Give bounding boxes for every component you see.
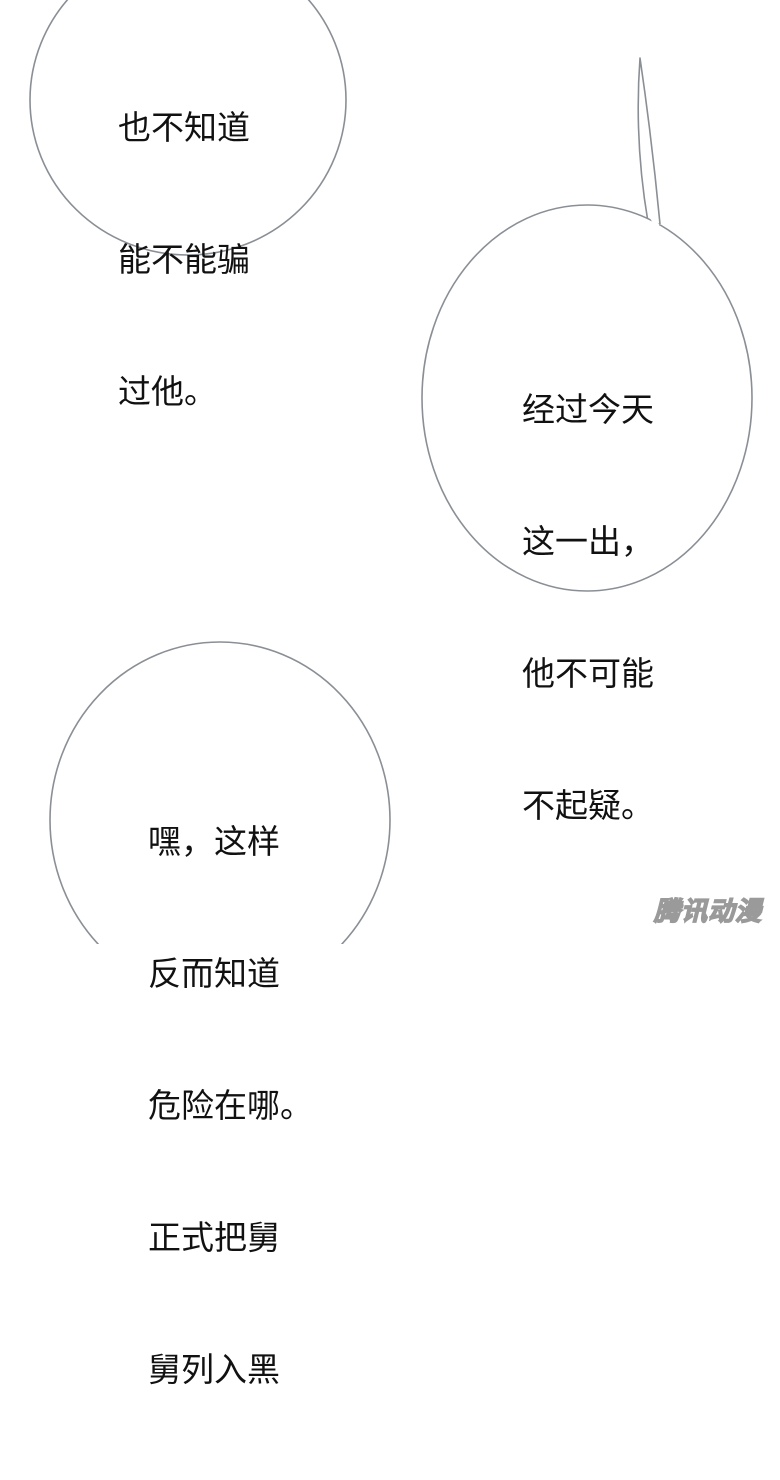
speech-bubble-3: [49, 641, 391, 944]
bubble-text-line: 舅列入黑: [148, 1350, 280, 1389]
speech-bubble-2: [421, 204, 753, 592]
speech-bubble-2-tail: [637, 57, 661, 225]
speech-bubble-3-text: 嘿，这样 反而知道 危险在哪。 正式把舅 舅列入黑: [148, 732, 313, 1480]
bubble-text-line: 他不可能: [522, 654, 654, 693]
bubble-text-line: 过他。: [118, 372, 217, 411]
speech-bubble-1: [29, 0, 347, 256]
comic-panel: 也不知道 能不能骗 过他。 经过今天 这一出， 他不可能 不起疑。 嘿，这样 反…: [29, 0, 762, 1389]
bubble-text-line: 这一出，: [522, 522, 654, 561]
bubble-text-line: 反而知道: [148, 954, 280, 993]
bubble-text-line: 不起疑。: [522, 786, 654, 825]
speech-bubble-1-text: 也不知道 能不能骗 过他。: [118, 18, 250, 502]
bubble-text-line: 能不能骗: [118, 240, 250, 279]
bubble-text-line: 嘿，这样: [148, 822, 280, 861]
bubble-text-line: 经过今天: [522, 390, 654, 429]
bubble-text-line: 危险在哪。: [148, 1086, 313, 1125]
tencent-comic-logo: 腾讯动漫: [653, 896, 762, 927]
speech-bubbles-layer: [29, 0, 753, 944]
bubble-text-line: 正式把舅: [148, 1218, 280, 1257]
bubble-text-line: 也不知道: [118, 108, 250, 147]
speech-bubble-2-text: 经过今天 这一出， 他不可能 不起疑。: [522, 300, 654, 916]
